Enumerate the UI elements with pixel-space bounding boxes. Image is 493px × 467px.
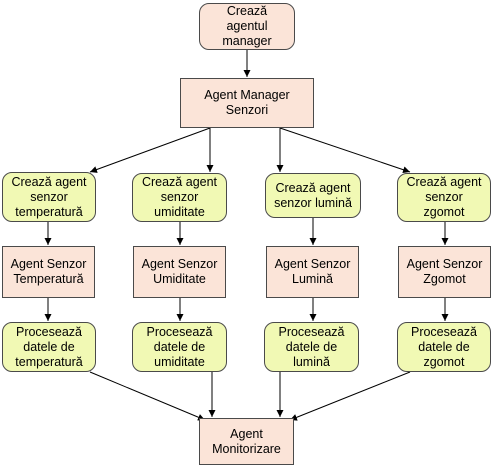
arrow-process-temp-to-monitor [89,371,206,421]
humidity-sensor-agent-node: Agent Senzor Umiditate [133,246,226,298]
create-manager-node: Crează agentul manager [199,3,295,50]
create-humidity-sensor-node: Crează agent senzor umiditate [132,173,227,222]
process-temp-data-node: Procesează datele de temperatură [2,322,96,372]
create-light-sensor-node: Crează agent senzor lumină [265,173,361,218]
process-light-data-node: Procesează datele de lumină [264,322,359,372]
noise-sensor-agent-node: Agent Senzor Zgomot [398,246,491,298]
arrow-process-noise-to-monitor [289,371,411,421]
manager-node: Agent Manager Senzori [180,78,314,128]
light-sensor-agent-node: Agent Senzor Lumină [266,246,359,298]
process-humidity-data-node: Procesează datele de umiditate [132,322,227,372]
temp-sensor-agent-node: Agent Senzor Temperatură [2,246,95,298]
process-noise-data-node: Procesează datele de zgomot [397,322,491,372]
create-noise-sensor-node: Crează agent senzor zgomot [397,173,491,222]
arrow-manager-to-create-noise [279,127,411,174]
arrow-manager-to-create-temp [89,127,211,173]
create-temp-sensor-node: Crează agent senzor temperatură [2,172,96,222]
monitoring-agent-node: Agent Monitorizare [199,418,294,465]
